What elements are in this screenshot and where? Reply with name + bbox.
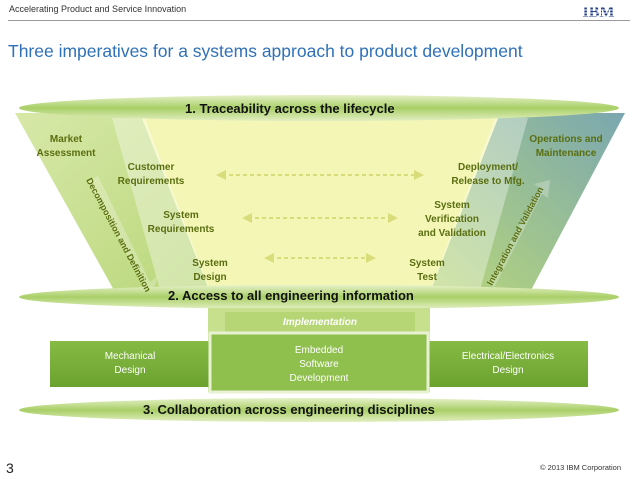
- collaboration-heading: 3. Collaboration across engineering disc…: [143, 402, 435, 417]
- market-assessment-label: Market Assessment: [36, 133, 96, 161]
- mechanical-line-1: Mechanical: [104, 351, 156, 362]
- system-req-line-1: System: [163, 210, 199, 221]
- left-arm-shade: [15, 113, 210, 292]
- operations-line-2: Maintenance: [535, 148, 597, 159]
- mechanical-line-2: Design: [114, 365, 146, 376]
- system-req-line-2: Requirements: [147, 224, 215, 235]
- system-test-label: System Test: [400, 257, 454, 285]
- system-design-line-2: Design: [193, 272, 227, 283]
- electrical-line-2: Design: [492, 365, 524, 376]
- trace-arrowheads: [216, 170, 424, 263]
- integration-arrow: [488, 180, 550, 288]
- system-verification-label: System Verification and Validation: [412, 199, 492, 241]
- inner-cone: [140, 113, 500, 292]
- software-line-3: Development: [289, 373, 349, 384]
- software-development-box: [208, 331, 430, 394]
- verification-line-3: and Validation: [418, 228, 486, 239]
- information-band: [19, 285, 619, 309]
- market-line-2: Assessment: [36, 148, 96, 159]
- header-divider: [8, 20, 630, 21]
- traceability-heading: 1. Traceability across the lifecycle: [185, 101, 395, 116]
- traceability-band: [19, 95, 619, 121]
- implementation-label: Implementation: [283, 317, 357, 328]
- system-requirements-label: System Requirements: [145, 209, 217, 237]
- information-heading: 2. Access to all engineering information: [168, 288, 414, 303]
- deployment-line-1: Deployment/: [457, 162, 518, 173]
- verification-line-2: Verification: [425, 214, 479, 225]
- customer-line-2: Requirements: [117, 176, 185, 187]
- page-number: 3: [6, 460, 14, 476]
- decomposition-arrow: [88, 176, 158, 294]
- mechanical-design-box: [50, 341, 211, 387]
- electrical-design-label: Electrical/Electronics Design: [438, 350, 578, 378]
- right-ghost-arrow: [430, 118, 528, 290]
- system-test-line-2: Test: [417, 272, 437, 283]
- electrical-line-1: Electrical/Electronics: [461, 351, 555, 362]
- copyright-notice: © 2013 IBM Corporation: [540, 463, 621, 472]
- customer-requirements-label: Customer Requirements: [115, 161, 187, 189]
- operations-line-1: Operations and: [529, 134, 603, 145]
- deployment-line-2: Release to Mfg.: [451, 176, 525, 187]
- ibm-logo: IBM: [575, 4, 622, 19]
- customer-line-1: Customer: [127, 162, 175, 173]
- software-line-1: Embedded: [294, 345, 344, 356]
- trace-arrows: [222, 174, 418, 259]
- left-ghost-arrow: [112, 118, 210, 290]
- software-development-label: Embedded Software Development: [259, 344, 379, 386]
- electrical-design-box: [428, 341, 588, 387]
- market-line-1: Market: [49, 134, 83, 145]
- slide-title: Three imperatives for a systems approach…: [8, 41, 523, 61]
- ibm-logo-text: IBM: [583, 4, 615, 19]
- collaboration-band: [19, 398, 619, 422]
- header-subtitle: Accelerating Product and Service Innovat…: [9, 4, 187, 14]
- mechanical-design-label: Mechanical Design: [60, 350, 200, 378]
- system-design-line-1: System: [192, 258, 228, 269]
- right-arm-shade: [430, 113, 625, 292]
- verification-line-1: System: [434, 200, 470, 211]
- system-test-line-1: System: [409, 258, 445, 269]
- system-design-label: System Design: [183, 257, 237, 285]
- deployment-label: Deployment/ Release to Mfg.: [446, 161, 530, 189]
- operations-maintenance-label: Operations and Maintenance: [524, 133, 608, 161]
- software-line-2: Software: [299, 359, 339, 370]
